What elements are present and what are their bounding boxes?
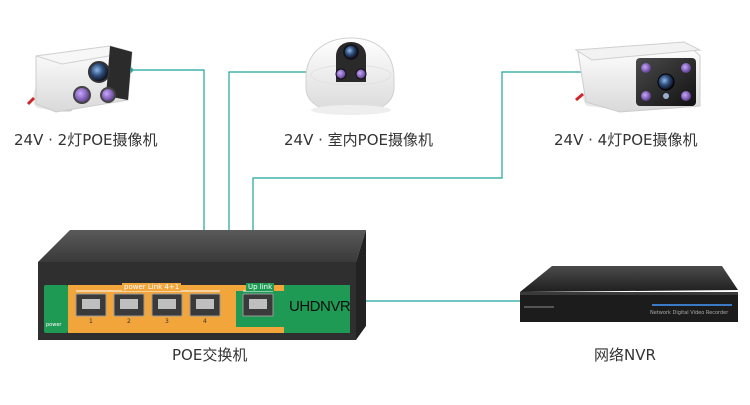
port-number-3: 3 xyxy=(165,318,169,325)
cable-camera-3 xyxy=(252,71,594,248)
uplink-text: Up link xyxy=(246,283,275,291)
camera-2-label: 24V · 室内POE摄像机 xyxy=(284,131,433,149)
bullet-camera-4-light-icon xyxy=(574,41,702,113)
switch-label: POE交换机 xyxy=(172,346,248,364)
port-number-1: 1 xyxy=(89,318,93,325)
camera-1-label: 24V · 2灯POE摄像机 xyxy=(14,131,158,149)
network-cables xyxy=(130,69,594,302)
poe-switch xyxy=(38,230,366,340)
camera-3-label: 24V · 4灯POE摄像机 xyxy=(554,131,698,149)
port-number-4: 4 xyxy=(203,318,207,325)
switch-brand-text: UHDNVR xyxy=(289,298,351,315)
port-number-2: 2 xyxy=(127,318,131,325)
power-link-text: power Link 4+1 xyxy=(122,283,182,291)
nvr-device xyxy=(520,266,738,322)
cable-camera-1 xyxy=(130,69,205,248)
bullet-camera-2-light-icon xyxy=(26,45,133,113)
nvr-front-text: Network Digital Video Recorder xyxy=(650,310,729,316)
cable-camera-2 xyxy=(228,71,328,248)
power-text: power xyxy=(46,322,62,328)
dome-camera-icon xyxy=(305,37,395,115)
nvr-label: 网络NVR xyxy=(594,346,656,364)
